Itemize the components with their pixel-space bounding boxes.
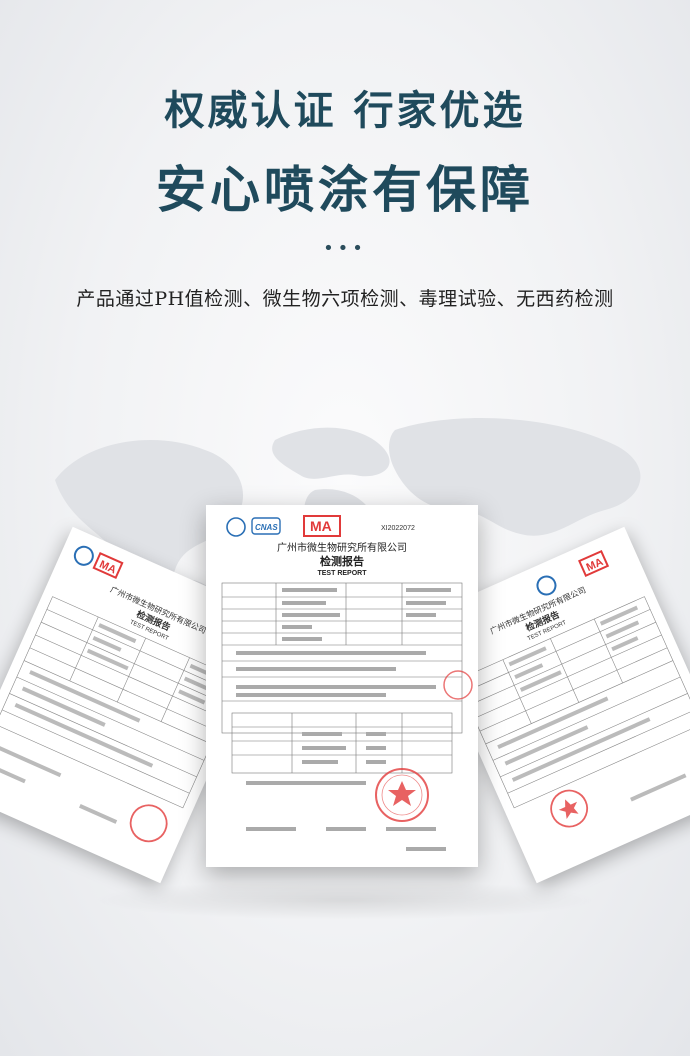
test-report-left-content: MA 广州市微生物研究所有限公司 检测报告 TEST REPORT [0,545,241,843]
cnas-icon [536,575,557,596]
decorative-dots: ••• [323,238,367,259]
test-report-right-content: MA 广州市微生物研究所有限公司 检测报告 TEST REPORT [456,549,690,828]
report-institute: 广州市微生物研究所有限公司 [277,541,407,554]
test-report-center: CNAS MA XI2022072 广州市微生物研究所有限公司 检测报告 TES… [206,505,478,867]
cma-icon [92,551,124,579]
red-seal-icon [129,804,168,843]
headline-line-1: 权威认证 行家优选 [164,87,526,134]
headline-line-2: 安心喷涂有保障 [156,160,534,219]
report-number: XI2022072 [381,525,415,532]
test-report-left: MA 广州市微生物研究所有限公司 检测报告 TEST REPORT [0,526,279,884]
cma-logo-text: MA [585,556,606,574]
seal-star-icon [388,781,416,806]
cma-logo-text: MA [97,559,118,577]
documents-shadow [90,880,600,920]
test-summary-subtitle: 产品通过PH值检测、微生物六项检测、毒理试验、无西药检测 [76,288,614,310]
cnas-logo-text: CNAS [255,523,278,532]
cnas-icon [73,545,94,566]
test-report-center-content: CNAS MA XI2022072 广州市微生物研究所有限公司 检测报告 TES… [221,515,473,851]
report-title-cn: 检测报告 [320,554,364,568]
cnas-icon [251,517,281,535]
ilac-mra-icon [226,517,246,537]
cma-icon [303,515,341,537]
red-seal-icon [550,789,589,828]
report-title-en: TEST REPORT [317,570,367,577]
test-report-right: MA 广州市微生物研究所有限公司 检测报告 TEST REPORT [418,526,690,884]
edge-seal-icon [443,670,473,700]
seal-star-icon [558,799,579,819]
cma-icon [578,549,610,577]
cma-logo-text: MA [310,518,332,534]
red-seal-icon [375,768,429,822]
